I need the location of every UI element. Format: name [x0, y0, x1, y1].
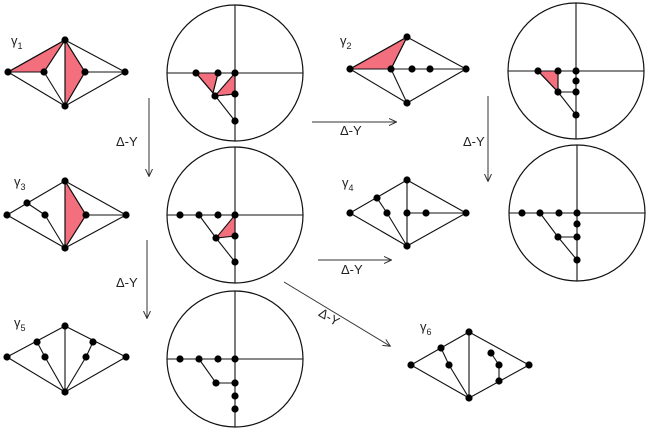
arrow-label: Δ-Y [463, 134, 485, 149]
arrow-2-4: Δ-Y [463, 96, 488, 181]
disk-4 [508, 144, 646, 282]
label-gamma-2: γ2 [340, 33, 352, 51]
graph-gamma-4: γ4 [342, 175, 470, 250]
arrow-label: Δ-Y [116, 134, 138, 149]
label-gamma-1: γ1 [11, 33, 23, 51]
arrow-1-2: Δ-Y [312, 122, 396, 138]
graph-gamma-2: γ2 [340, 33, 470, 107]
arrow-label: Δ-Y [116, 275, 138, 290]
arrow-label: Δ-Y [341, 262, 363, 277]
disk-5 [166, 290, 304, 428]
label-gamma-3: γ3 [14, 174, 26, 192]
disk-2 [507, 2, 645, 140]
graph-gamma-6: γ6 [407, 319, 533, 402]
arrow-3-4: Δ-Y [318, 260, 391, 277]
arrow-label: Δ-Y [316, 305, 343, 329]
arrow-3-6: Δ-Y [283, 281, 390, 346]
label-gamma-4: γ4 [342, 175, 354, 193]
label-gamma-5: γ5 [14, 315, 26, 333]
disk-3 [166, 146, 304, 284]
arrow-3-5: Δ-Y [116, 240, 147, 318]
arrow-label: Δ-Y [340, 123, 362, 138]
label-gamma-6: γ6 [420, 319, 432, 337]
shaded-face [214, 213, 236, 239]
graph-gamma-5: γ5 [3, 315, 130, 396]
graph-gamma-3: γ3 [3, 174, 130, 252]
graph-gamma-1: γ1 [4, 33, 129, 110]
arrow-1-3: Δ-Y [116, 98, 149, 176]
disk-1 [166, 4, 304, 142]
